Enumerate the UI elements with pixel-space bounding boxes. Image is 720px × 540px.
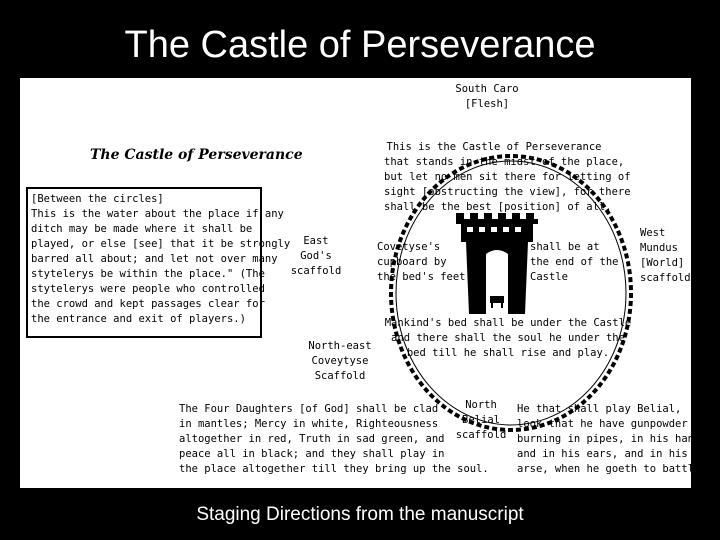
- east-label-line: scaffold: [290, 265, 342, 277]
- castle-end-line: the end of the: [530, 256, 619, 268]
- slide-caption: Staging Directions from the manuscript: [196, 504, 524, 525]
- daughters-text-line: in mantles; Mercy in white, Righteousnes…: [179, 418, 439, 430]
- castle-icon: [456, 213, 538, 314]
- daughters-text-line: the place altogether till they bring up …: [179, 463, 489, 475]
- bed-text-line: and there shall the soul he under the: [391, 332, 625, 344]
- water-note-line: barred all about; and let not over many: [31, 253, 278, 265]
- castle-end-line: shall be at: [530, 241, 600, 253]
- water-note-line: the entrance and exit of players.): [31, 313, 246, 325]
- cupboard-text-line: the bed's feet: [377, 271, 466, 283]
- water-note-line: played, or else [see] that it be strongl…: [31, 238, 291, 250]
- north-east-label-line: Scaffold: [314, 370, 366, 382]
- west-label-line: scaffold: [640, 272, 691, 284]
- east-label-line: East: [303, 235, 329, 247]
- water-note-line: [Between the circles]: [31, 193, 164, 205]
- water-ring: [389, 154, 633, 432]
- south-label-line: [Flesh]: [464, 98, 510, 110]
- castle-text-line: that stands in the midst of the place,: [384, 156, 625, 168]
- water-note-line: stytelerys were people who controlled: [31, 283, 265, 295]
- belial-text-line: look that he have gunpowder: [517, 418, 688, 430]
- daughters-text-line: The Four Daughters [of God] shall be cla…: [179, 403, 439, 415]
- castle-text-line: This is the Castle of Perseverance: [386, 141, 602, 153]
- east-label-line: God's: [300, 250, 332, 262]
- water-note-line: the crowd and kept passages clear for: [31, 298, 265, 310]
- belial-text-line: He that shall play Belial,: [517, 403, 682, 415]
- north-label-line: Belial: [462, 414, 500, 426]
- castle-text-line: shall be the best [position] of all.: [384, 201, 612, 213]
- diagram-panel: The Castle of Perseverance [Between the …: [20, 78, 691, 488]
- north-label-line: scaffold: [455, 429, 507, 441]
- north-east-label-line: Coveytyse: [311, 355, 369, 367]
- water-note-box: [26, 187, 262, 338]
- slide-title: The Castle of Perseverance: [124, 24, 596, 66]
- cupboard-text-line: cupboard by: [377, 256, 447, 268]
- water-note-line: ditch may be made where it shall be: [31, 223, 253, 235]
- castle-text-line: but let no men sit there for letting of: [384, 171, 631, 183]
- west-label-line: West: [640, 227, 666, 239]
- castle-end-line: Castle: [530, 271, 568, 283]
- cupboard-text-line: Covetyse's: [377, 241, 441, 253]
- castle-text-line: sight [obstructing the view], for there: [384, 186, 631, 198]
- bed-text-line: Mankind's bed shall be under the Castle: [384, 317, 632, 329]
- water-note-line: This is the water about the place if any: [31, 208, 284, 220]
- west-label-line: [World]: [640, 257, 685, 269]
- belial-text-line: and in his ears, and in his: [517, 448, 688, 460]
- belial-text-line: burning in pipes, in his hands,: [517, 433, 691, 445]
- west-label-line: Mundus: [640, 242, 678, 254]
- south-label-line: South Caro: [455, 83, 519, 95]
- bed-text-line: bed till he shall rise and play.: [406, 347, 610, 359]
- daughters-text-line: peace all in black; and they shall play …: [179, 448, 445, 460]
- water-note-line: stytelerys be within the place." (The: [31, 268, 265, 280]
- north-east-label-line: North-east: [308, 340, 372, 352]
- north-label-line: North: [465, 399, 497, 411]
- diagram-title: The Castle of Perseverance: [90, 147, 303, 163]
- daughters-text-line: altogether in red, Truth in sad green, a…: [179, 433, 445, 445]
- belial-text-line: arse, when he goeth to battle.: [517, 463, 691, 475]
